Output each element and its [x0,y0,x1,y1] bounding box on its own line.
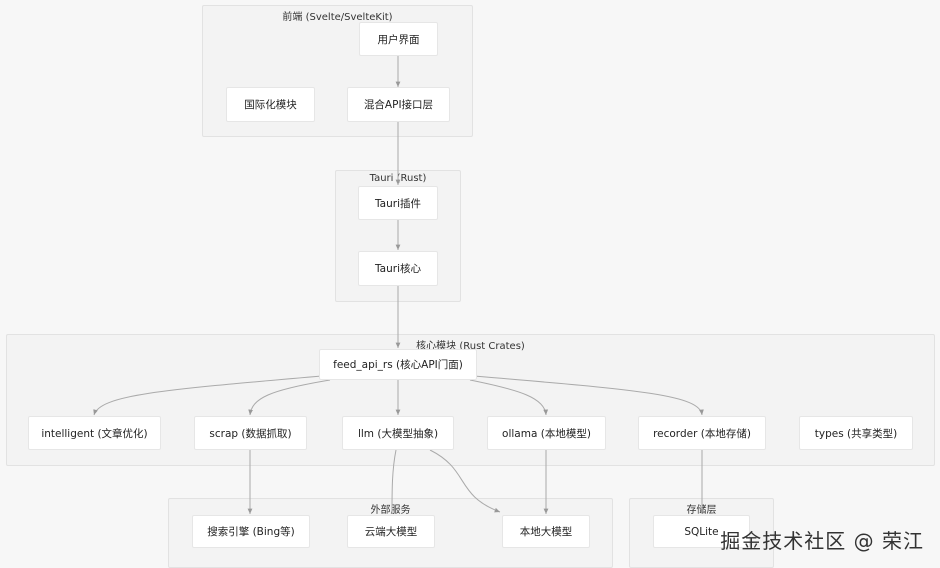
node-feed-api: feed_api_rs (核心API门面) [319,349,477,380]
node-tauri-plugin: Tauri插件 [358,186,438,220]
watermark: 掘金技术社区 @ 荣江 [720,529,924,553]
node-cloud-llm: 云端大模型 [347,515,435,548]
group-external-title: 外部服务 [370,505,411,516]
node-recorder: recorder (本地存储) [638,416,766,450]
node-i18n: 国际化模块 [226,87,315,122]
node-search-engine: 搜索引擎 (Bing等) [192,515,310,548]
group-frontend-title: 前端 (Svelte/SvelteKit) [282,12,393,23]
node-intelligent: intelligent (文章优化) [28,416,161,450]
node-local-llm: 本地大模型 [502,515,590,548]
node-types: types (共享类型) [799,416,913,450]
node-tauri-core: Tauri核心 [358,251,438,286]
node-scrap: scrap (数据抓取) [194,416,307,450]
node-ollama: ollama (本地模型) [487,416,606,450]
group-core-title: 核心模块 (Rust Crates) [416,341,525,352]
node-sqlite: SQLite [653,515,750,548]
node-llm: llm (大模型抽象) [342,416,454,450]
group-storage-title: 存储层 [686,505,717,516]
group-tauri-title: Tauri (Rust) [369,173,427,184]
node-user-ui: 用户界面 [359,22,438,56]
node-hybrid-api: 混合API接口层 [347,87,450,122]
